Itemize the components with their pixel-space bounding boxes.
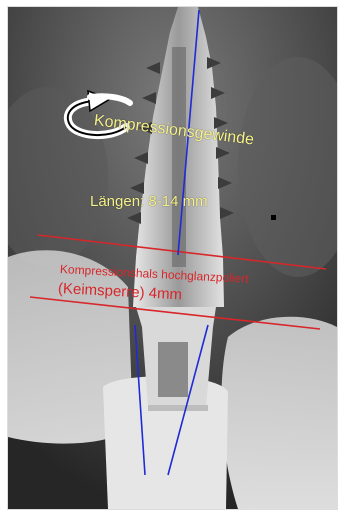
xray-photo: Kompressionsgewinde Längen: 8-14 mm Komp… bbox=[8, 7, 337, 509]
right-tooth bbox=[221, 317, 337, 509]
marker-dot bbox=[271, 215, 276, 220]
lengths-label: Längen: 8-14 mm bbox=[90, 194, 208, 209]
abutment bbox=[136, 307, 216, 411]
xray-scene bbox=[8, 7, 337, 509]
